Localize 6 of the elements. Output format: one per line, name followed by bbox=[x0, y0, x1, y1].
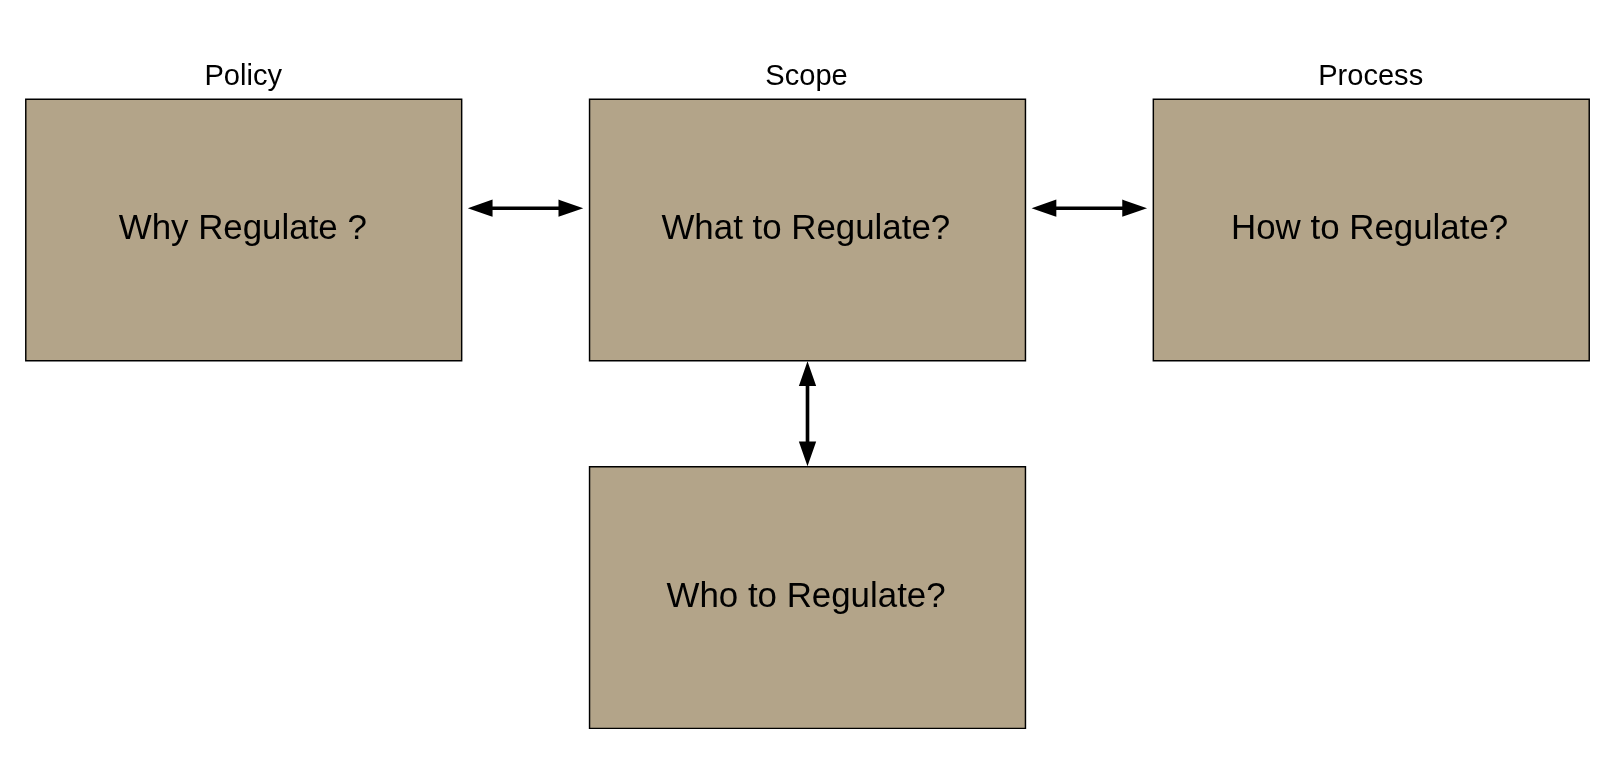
node-label: Scope bbox=[765, 58, 848, 91]
arrow bbox=[467, 199, 584, 217]
node-label: Process bbox=[1318, 58, 1424, 91]
node-label: Policy bbox=[204, 58, 282, 91]
arrow bbox=[798, 361, 817, 467]
arrow bbox=[1031, 199, 1147, 217]
